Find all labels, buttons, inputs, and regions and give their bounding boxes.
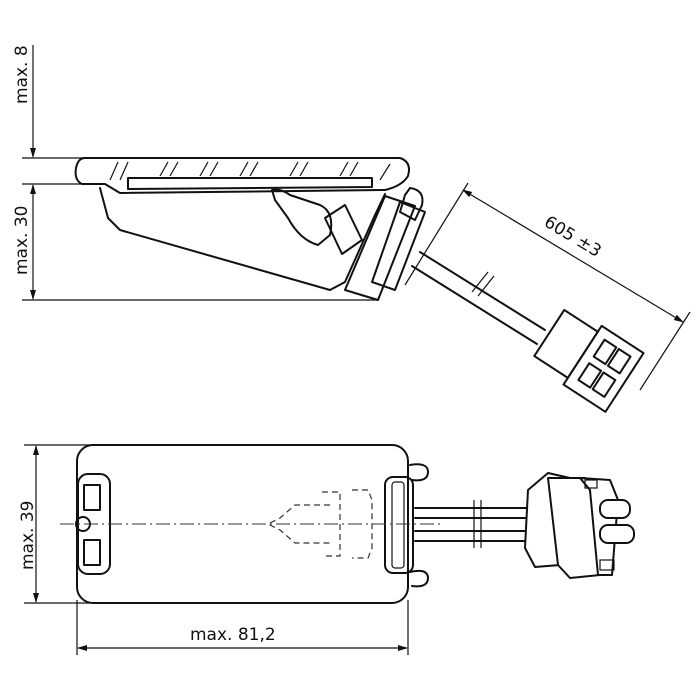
socket-flange (344, 195, 416, 301)
dim-label-top-height: max. 8 (12, 45, 32, 104)
bulb-base (324, 204, 363, 255)
side-view: 605 ±3 max. 8 max. 30 (12, 45, 691, 413)
cable-top (414, 507, 539, 542)
extension-line (404, 182, 469, 286)
dim-label-length: max. 81,2 (190, 625, 276, 645)
dim-label-body-height: max. 30 (12, 206, 32, 275)
socket-top (384, 476, 414, 574)
hidden-bulb (266, 504, 330, 544)
mount-tab (409, 569, 429, 588)
housing-body (99, 187, 386, 291)
dim-label-cable-length: 605 ±3 (540, 212, 604, 262)
dim-label-width: max. 39 (18, 501, 38, 570)
reflector-window (127, 177, 373, 190)
clip-slots (83, 484, 101, 566)
extension-line (639, 311, 691, 391)
socket-tab (399, 187, 424, 221)
lens-cover (74, 157, 410, 194)
bulb (271, 188, 333, 246)
connector-top (524, 472, 635, 579)
dim-line-cable-length (462, 189, 684, 323)
top-view: max. 39 max. 81,2 (18, 444, 635, 655)
socket-flange-inner (371, 201, 426, 291)
cable (411, 251, 546, 345)
socket-inner (391, 481, 405, 569)
mount-tab (409, 463, 429, 482)
lens-hatching (109, 161, 391, 181)
cable-break-mark (473, 500, 482, 548)
connector-side (533, 308, 645, 413)
